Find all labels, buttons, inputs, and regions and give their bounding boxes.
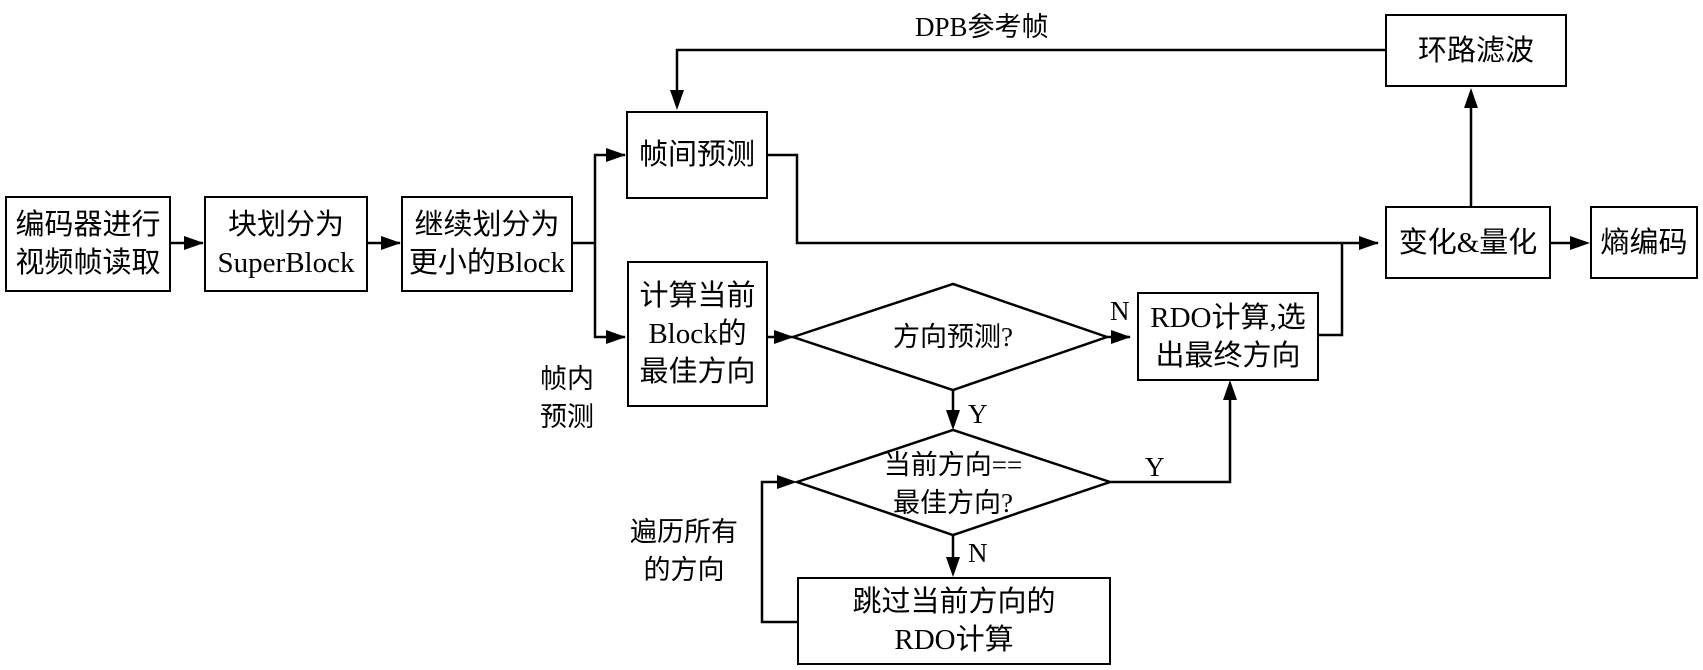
arrowhead-loop bbox=[777, 475, 797, 489]
arrow-to-inter bbox=[593, 153, 625, 243]
n-label-to-rdo: N bbox=[1110, 296, 1130, 326]
arrowhead-rdo bbox=[1111, 330, 1131, 344]
calc-best-direction-node: 计算当前 Block的 最佳方向 bbox=[627, 261, 768, 407]
transform-quant-node: 变化&量化 bbox=[1385, 206, 1551, 279]
arrowhead-intra bbox=[606, 330, 626, 344]
y-label-to-equal: Y bbox=[968, 399, 988, 429]
inter-prediction-text: 帧间预测 bbox=[638, 139, 755, 171]
skip-rdo-node: 跳过当前方向的 RDO计算 bbox=[797, 577, 1111, 665]
iterate-directions-label: 遍历所有 的方向 bbox=[630, 517, 738, 585]
arrowhead-transform bbox=[1359, 236, 1379, 250]
rdo-select-text: RDO计算,选 出最终方向 bbox=[1150, 301, 1306, 372]
arrowhead-equal bbox=[946, 410, 960, 430]
arrowhead-inter bbox=[606, 148, 626, 162]
intra-prediction-label: 帧内 预测 bbox=[540, 364, 594, 432]
split-block-text: 继续划分为 更小的Block bbox=[408, 209, 566, 279]
arrowhead-rdo-bottom bbox=[1223, 380, 1237, 400]
read-frame-node: 编码器进行 视频帧读取 bbox=[5, 196, 171, 292]
split-superblock-node: 块划分为 SuperBlock bbox=[204, 196, 368, 292]
loop-filter-node: 环路滤波 bbox=[1385, 14, 1567, 87]
skip-rdo-text: 跳过当前方向的 RDO计算 bbox=[852, 586, 1056, 656]
entropy-coding-node: 熵编码 bbox=[1590, 206, 1698, 279]
arrow-inter-to-transform bbox=[767, 153, 1378, 245]
entropy-coding-text: 熵编码 bbox=[1600, 226, 1688, 259]
read-frame-text: 编码器进行 视频帧读取 bbox=[15, 209, 161, 279]
rdo-select-node: RDO计算,选 出最终方向 bbox=[1137, 292, 1319, 381]
arrow-to-intra bbox=[593, 243, 625, 339]
arrowhead-entropy bbox=[1570, 236, 1590, 250]
transform-quant-text: 变化&量化 bbox=[1398, 226, 1538, 259]
split-superblock-text: 块划分为 SuperBlock bbox=[217, 209, 355, 279]
calc-best-direction-text: 计算当前 Block的 最佳方向 bbox=[639, 280, 756, 388]
arrowheads bbox=[184, 88, 1590, 577]
arrow-dpb-to-inter bbox=[675, 48, 1385, 100]
arrow-equal-to-rdo bbox=[1110, 395, 1232, 484]
split-block-node: 继续划分为 更小的Block bbox=[401, 196, 573, 292]
loop-filter-text: 环路滤波 bbox=[1417, 34, 1534, 67]
y-label-to-rdo: Y bbox=[1145, 452, 1165, 482]
arrowhead-dpb bbox=[670, 90, 684, 110]
n-label-to-skip: N bbox=[968, 538, 988, 568]
arrowhead-superblock bbox=[184, 236, 204, 250]
arrowhead-diamond bbox=[774, 330, 794, 344]
arrowhead-block bbox=[381, 236, 401, 250]
arrow-rdo-to-transform bbox=[1318, 243, 1344, 337]
dpb-reference-label: DPB参考帧 bbox=[915, 12, 1049, 42]
inter-prediction-node: 帧间预测 bbox=[626, 111, 768, 199]
arrowhead-loopfilter bbox=[1464, 88, 1478, 108]
arrowhead-skip bbox=[946, 557, 960, 577]
arrow-skip-loop bbox=[760, 480, 797, 624]
current-equals-best-text: 当前方向== 最佳方向? bbox=[883, 450, 1023, 518]
direction-decision-text: 方向预测? bbox=[893, 322, 1013, 352]
